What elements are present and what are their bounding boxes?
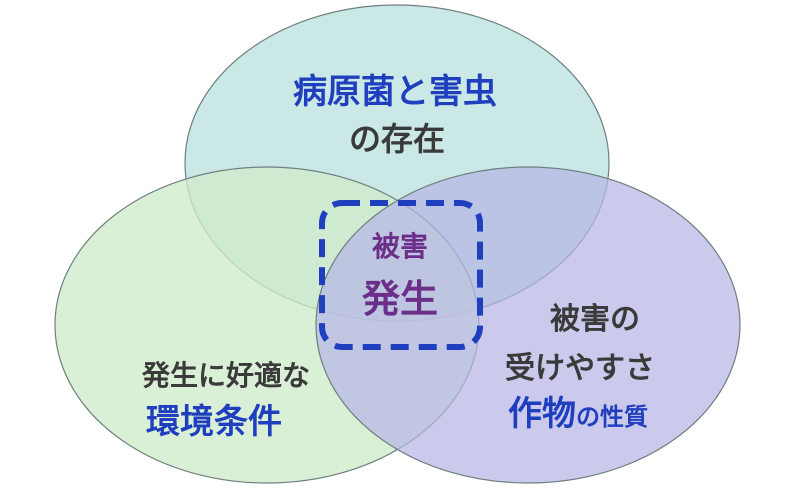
- right-label-line3: 作物の性質: [508, 394, 648, 434]
- top-label-line2: の存在: [349, 120, 445, 158]
- center-label-line2: 発生: [362, 277, 438, 321]
- left-label-line1: 発生に好適な: [141, 359, 310, 392]
- circle-crop-susceptibility: [315, 166, 741, 484]
- right-label-rest: の性質: [576, 403, 648, 431]
- center-label-line1: 被害: [372, 230, 428, 263]
- right-label-strong: 作物: [508, 394, 576, 434]
- right-label-line2: 受けやすさ: [505, 351, 655, 386]
- right-label-line1: 被害の: [550, 302, 640, 337]
- top-label-line1: 病原菌と害虫: [293, 72, 497, 112]
- left-label-line2: 環境条件: [146, 402, 282, 442]
- center-dashed-box: [319, 200, 483, 350]
